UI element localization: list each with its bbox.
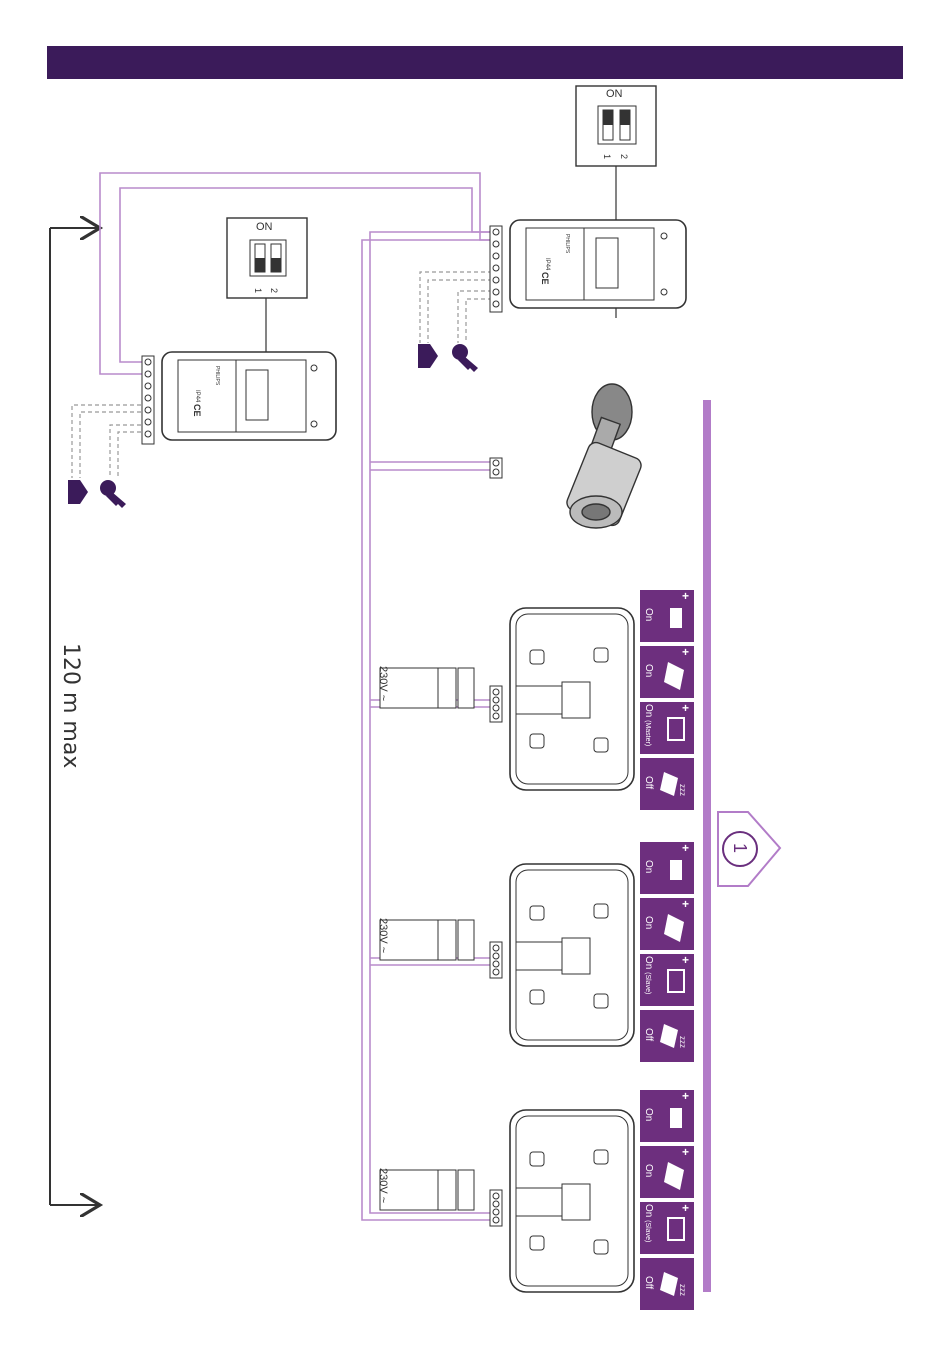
setting-tile: Off zzz xyxy=(640,758,694,810)
dip-switch-outdoor-1: ON 1 2 xyxy=(227,218,307,368)
setting-tile: On (Slave) + xyxy=(640,1201,694,1254)
monitor-2: 230V ~ xyxy=(377,864,634,1046)
setting-tile: Off zzz xyxy=(640,1258,694,1310)
door-lock-icon xyxy=(670,608,682,628)
dip-pos-2: 2 xyxy=(269,288,279,293)
camera-connector xyxy=(490,458,502,478)
setting-tile: On (Master) + xyxy=(640,701,694,754)
step-badge: 1 xyxy=(718,812,780,886)
rating-label: IP44 xyxy=(544,258,550,271)
plus-icon: + xyxy=(682,1145,689,1159)
monitor-3: 230V ~ xyxy=(377,1110,634,1292)
setting-state: Off xyxy=(643,776,654,789)
setting-tile: On + xyxy=(640,1145,694,1198)
plus-icon: + xyxy=(682,645,689,659)
rating-label: IP44 xyxy=(194,390,200,403)
setting-tile: On + xyxy=(640,645,694,698)
zzz-icon: zzz xyxy=(678,1284,687,1296)
setting-state: On xyxy=(643,916,654,929)
dip-pos-2: 2 xyxy=(619,154,629,159)
setting-state: On xyxy=(643,860,654,873)
monitor-1-settings: On + On + On (Master) + Off zzz xyxy=(640,589,694,810)
plus-icon: + xyxy=(682,589,689,603)
gate-icon xyxy=(68,480,88,504)
plus-icon: + xyxy=(682,897,689,911)
gate-icon xyxy=(418,344,438,368)
monitor-1: 230V ~ xyxy=(377,608,634,790)
outdoor-unit-2: PHILIPS IP44 CE xyxy=(490,220,686,312)
zzz-icon: zzz xyxy=(678,1036,687,1048)
plus-icon: + xyxy=(682,953,689,967)
distance-label: 120 m max xyxy=(58,643,83,768)
key-icon xyxy=(452,344,478,372)
setting-tile: Off zzz xyxy=(640,1010,694,1062)
brand-label: PHILIPS xyxy=(564,234,570,254)
zzz-icon: zzz xyxy=(678,784,687,796)
setting-state: On xyxy=(643,1164,654,1177)
setting-tile: On + xyxy=(640,841,694,894)
dip-pos-1: 1 xyxy=(253,288,263,293)
plus-icon: + xyxy=(682,1201,689,1215)
brand-label: PHILIPS xyxy=(214,366,220,386)
setting-state: On xyxy=(643,1108,654,1121)
monitor-2-settings: On + On + On (Slave) + Off zzz xyxy=(640,841,694,1062)
ce-mark: CE xyxy=(540,272,550,285)
setting-tile: On + xyxy=(640,1089,694,1142)
plus-icon: + xyxy=(682,841,689,855)
power-label: 230V ~ xyxy=(377,666,389,701)
setting-state: On xyxy=(643,664,654,677)
setting-state: On xyxy=(643,608,654,621)
dip-on-label: ON xyxy=(256,221,273,233)
ce-mark: CE xyxy=(192,404,202,417)
distance-dimension: 120 m max xyxy=(50,228,100,1205)
monitor-3-settings: On + On + On (Slave) + Off zzz xyxy=(640,1089,694,1310)
step-number: 1 xyxy=(730,843,750,853)
setting-tile: On + xyxy=(640,897,694,950)
power-label: 230V ~ xyxy=(377,918,389,953)
plus-icon: + xyxy=(682,1089,689,1103)
dip-on-label: ON xyxy=(606,88,623,100)
key-icon xyxy=(100,480,126,508)
plus-icon: + xyxy=(682,701,689,715)
setting-state: Off xyxy=(643,1276,654,1289)
setting-state: Off xyxy=(643,1028,654,1041)
setting-tile: On + xyxy=(640,589,694,642)
bullet-camera-icon xyxy=(565,384,644,528)
outdoor-unit-1: PHILIPS IP44 CE xyxy=(142,352,336,444)
dip-pos-1: 1 xyxy=(602,154,612,159)
door-lock-icon xyxy=(670,1108,682,1128)
power-label: 230V ~ xyxy=(377,1168,389,1203)
setting-tile: On (Slave) + xyxy=(640,953,694,1006)
door-lock-icon xyxy=(670,860,682,880)
